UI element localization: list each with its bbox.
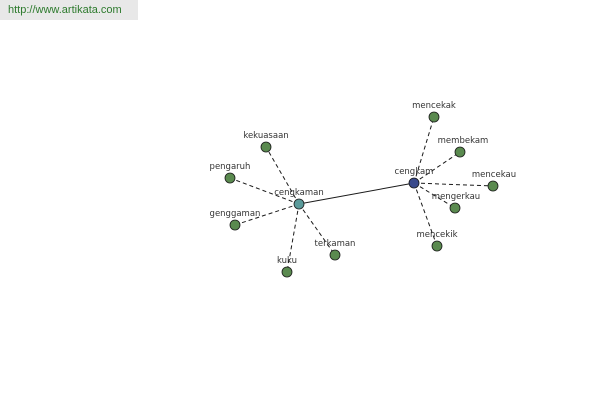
node-mencekak[interactable] <box>428 111 440 123</box>
edge-mengerkau <box>413 182 456 209</box>
edge-pengaruh <box>229 177 300 205</box>
hub-label-pengkap: cengkam <box>395 167 434 177</box>
edge-mencekak <box>413 116 435 184</box>
graph-labels: kekuasaan pengaruh genggaman kuku terkaman me… <box>210 101 517 266</box>
edge-genggaman <box>234 203 300 226</box>
label-genggaman: genggaman <box>210 209 261 219</box>
hub-node-pengkap[interactable] <box>408 177 420 189</box>
edge-kuku <box>286 203 300 273</box>
graph-edges <box>229 116 494 273</box>
node-pengaruh[interactable] <box>224 172 236 184</box>
edge-kekuasaan <box>265 146 300 205</box>
label-membekam: membekam <box>438 136 489 146</box>
label-kuku: kuku <box>277 256 297 266</box>
node-kuku[interactable] <box>281 266 293 278</box>
node-mencekik[interactable] <box>431 240 443 252</box>
label-mencekik: mencekik <box>416 230 457 240</box>
hub-label-pengkaman: cengkaman <box>274 188 324 198</box>
edge-terkaman <box>298 203 336 256</box>
hub-node-pengkaman[interactable] <box>293 198 305 210</box>
label-pengaruh: pengaruh <box>210 162 251 172</box>
edge-membekam <box>413 151 461 184</box>
label-mencekau: mencekau <box>472 170 516 180</box>
edge-mencekau <box>413 182 494 187</box>
node-mengerkau[interactable] <box>449 202 461 214</box>
label-kekuasaan: kekuasaan <box>243 131 288 141</box>
node-genggaman[interactable] <box>229 219 241 231</box>
node-mencekau[interactable] <box>487 180 499 192</box>
label-mencekak: mencekak <box>412 101 456 111</box>
node-terkaman[interactable] <box>329 249 341 261</box>
watermark-url: http://www.artikata.com <box>0 0 138 20</box>
label-mengerkau: mengerkau <box>432 192 480 202</box>
node-membekam[interactable] <box>454 146 466 158</box>
node-kekuasaan[interactable] <box>260 141 272 153</box>
label-terkaman: terkaman <box>315 239 356 249</box>
graph-nodes <box>224 111 499 278</box>
hub-link-edge <box>298 182 415 205</box>
